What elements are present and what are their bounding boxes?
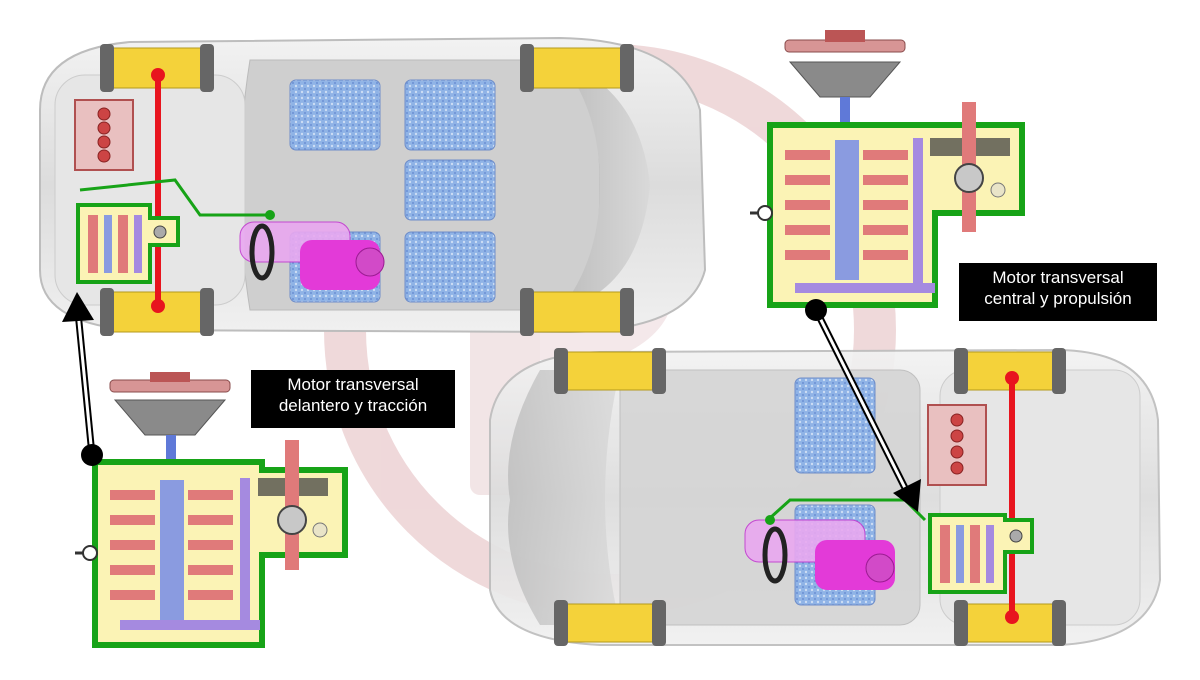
arrow-icon	[805, 299, 921, 512]
arrow-icon	[62, 292, 103, 466]
label-front-engine: Motor transversal delantero y tracción	[251, 370, 455, 428]
label-central-line2: central y propulsión	[984, 289, 1132, 308]
label-central-engine: Motor transversal central y propulsión	[959, 263, 1157, 321]
wheel-icon	[520, 44, 634, 92]
car-front-engine	[39, 36, 707, 336]
gearbox-small-2	[928, 513, 1034, 594]
gearbox-small-1	[76, 203, 180, 284]
label-front-line1: Motor transversal	[287, 375, 419, 394]
gearbox-detail-central	[750, 30, 1025, 308]
clutch-disc-icon	[109, 372, 231, 436]
label-front-line2: delantero y tracción	[278, 396, 428, 415]
car-central-engine	[489, 348, 1162, 646]
wheel-icon	[520, 288, 634, 336]
gearbox-detail-front	[75, 372, 348, 648]
engine-block-icon	[927, 404, 987, 486]
wheel-icon	[954, 348, 1066, 394]
wheel-icon	[554, 348, 666, 394]
label-central-line1: Motor transversal	[992, 268, 1124, 287]
wheel-icon	[554, 600, 666, 646]
engine-block-icon	[74, 99, 134, 171]
steering-wheel-icon	[249, 223, 275, 281]
clutch-disc-icon	[784, 30, 906, 98]
steering-wheel-icon	[762, 526, 788, 584]
